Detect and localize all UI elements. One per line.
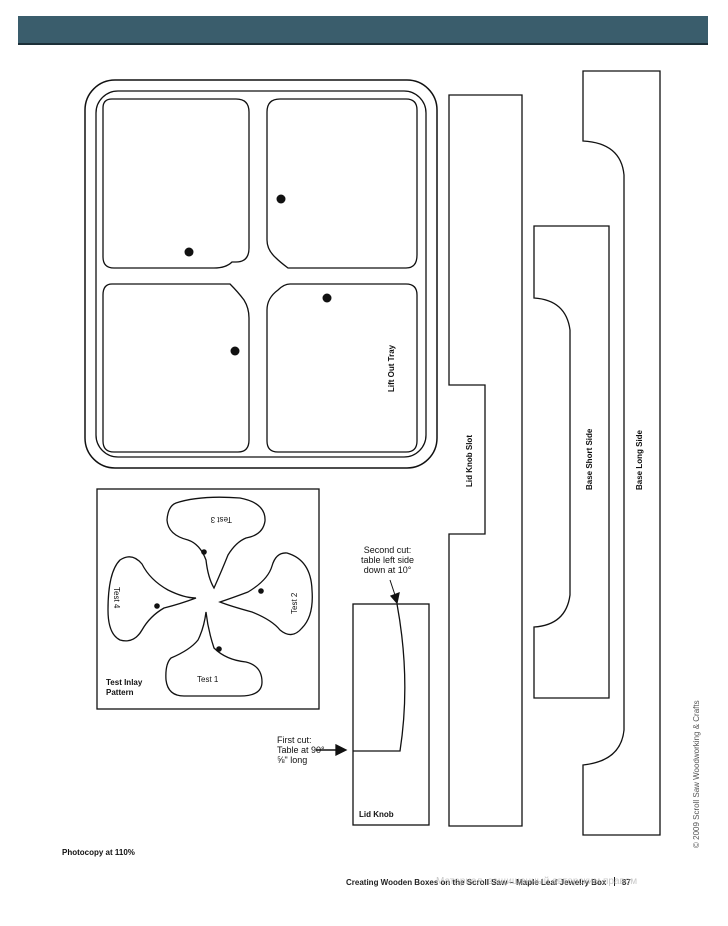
tray-compartment — [102, 98, 250, 269]
test1-label: Test 1 — [197, 675, 219, 684]
footer-separator — [613, 877, 615, 886]
inlay-petal — [165, 611, 263, 697]
drill-hole — [184, 247, 194, 257]
test-inlay-label: Test Inlay Pattern — [106, 678, 142, 698]
inlay-petal — [166, 496, 266, 590]
test3-label: Test 3 — [210, 515, 232, 524]
watermark: Материал, защищенный авторским правом — [436, 876, 638, 887]
second-cut-note: Second cut: table left side down at 10° — [361, 545, 414, 575]
lid-knob-slot-label: Lid Knob Slot — [465, 435, 474, 487]
base-short-side-outline — [533, 225, 610, 699]
inlay-petal — [218, 552, 313, 636]
header-bar — [18, 16, 708, 45]
note-line: Second cut: — [363, 545, 412, 555]
drill-hole — [154, 603, 160, 609]
page-number: 87 — [621, 878, 631, 887]
note-line: First cut: — [277, 735, 312, 745]
lid-knob-slot-outline — [448, 94, 523, 827]
base-long-side-outline — [582, 70, 661, 836]
drill-hole — [322, 293, 332, 303]
note-line: Table at 90° — [277, 745, 325, 755]
test2-label: Test 2 — [290, 592, 299, 614]
lid-knob-label: Lid Knob — [359, 810, 394, 819]
first-cut-arrowhead — [335, 743, 348, 757]
test-inlay-line: Pattern — [106, 688, 134, 697]
test-inlay-line: Test Inlay — [106, 678, 143, 687]
tray-compartment — [266, 283, 418, 453]
drill-hole — [276, 194, 286, 204]
tray-inner — [95, 90, 427, 458]
drill-hole — [230, 346, 240, 356]
footer-title: Creating Wooden Boxes on the Scroll Saw … — [346, 878, 607, 887]
lid-knob-cut-line — [353, 603, 406, 752]
inlay-petal — [107, 556, 197, 642]
lid-knob-outline — [352, 603, 430, 826]
tray-label: Lift Out Tray — [387, 344, 396, 392]
footer: Creating Wooden Boxes on the Scroll Saw … — [346, 877, 631, 887]
note-line: ⅝" long — [277, 755, 308, 765]
test4-label: Test 4 — [112, 587, 121, 609]
first-cut-note: First cut: Table at 90° ⅝" long — [277, 735, 325, 765]
drill-hole — [216, 646, 222, 652]
tray-compartment — [102, 283, 250, 453]
base-short-side-label: Base Short Side — [585, 428, 594, 490]
tray-compartment — [266, 98, 418, 269]
test-inlay-box — [96, 488, 320, 710]
tray-outer — [84, 79, 438, 469]
note-line: table left side — [361, 555, 415, 565]
base-long-side-label: Base Long Side — [635, 429, 644, 490]
second-cut-arrowhead — [389, 591, 400, 605]
photocopy-note: Photocopy at 110% — [62, 848, 135, 857]
drill-hole — [201, 549, 207, 555]
copyright-note: © 2009 Scroll Saw Woodworking & Crafts — [692, 700, 701, 848]
note-line: down at 10° — [363, 565, 412, 575]
drill-hole — [258, 588, 264, 594]
